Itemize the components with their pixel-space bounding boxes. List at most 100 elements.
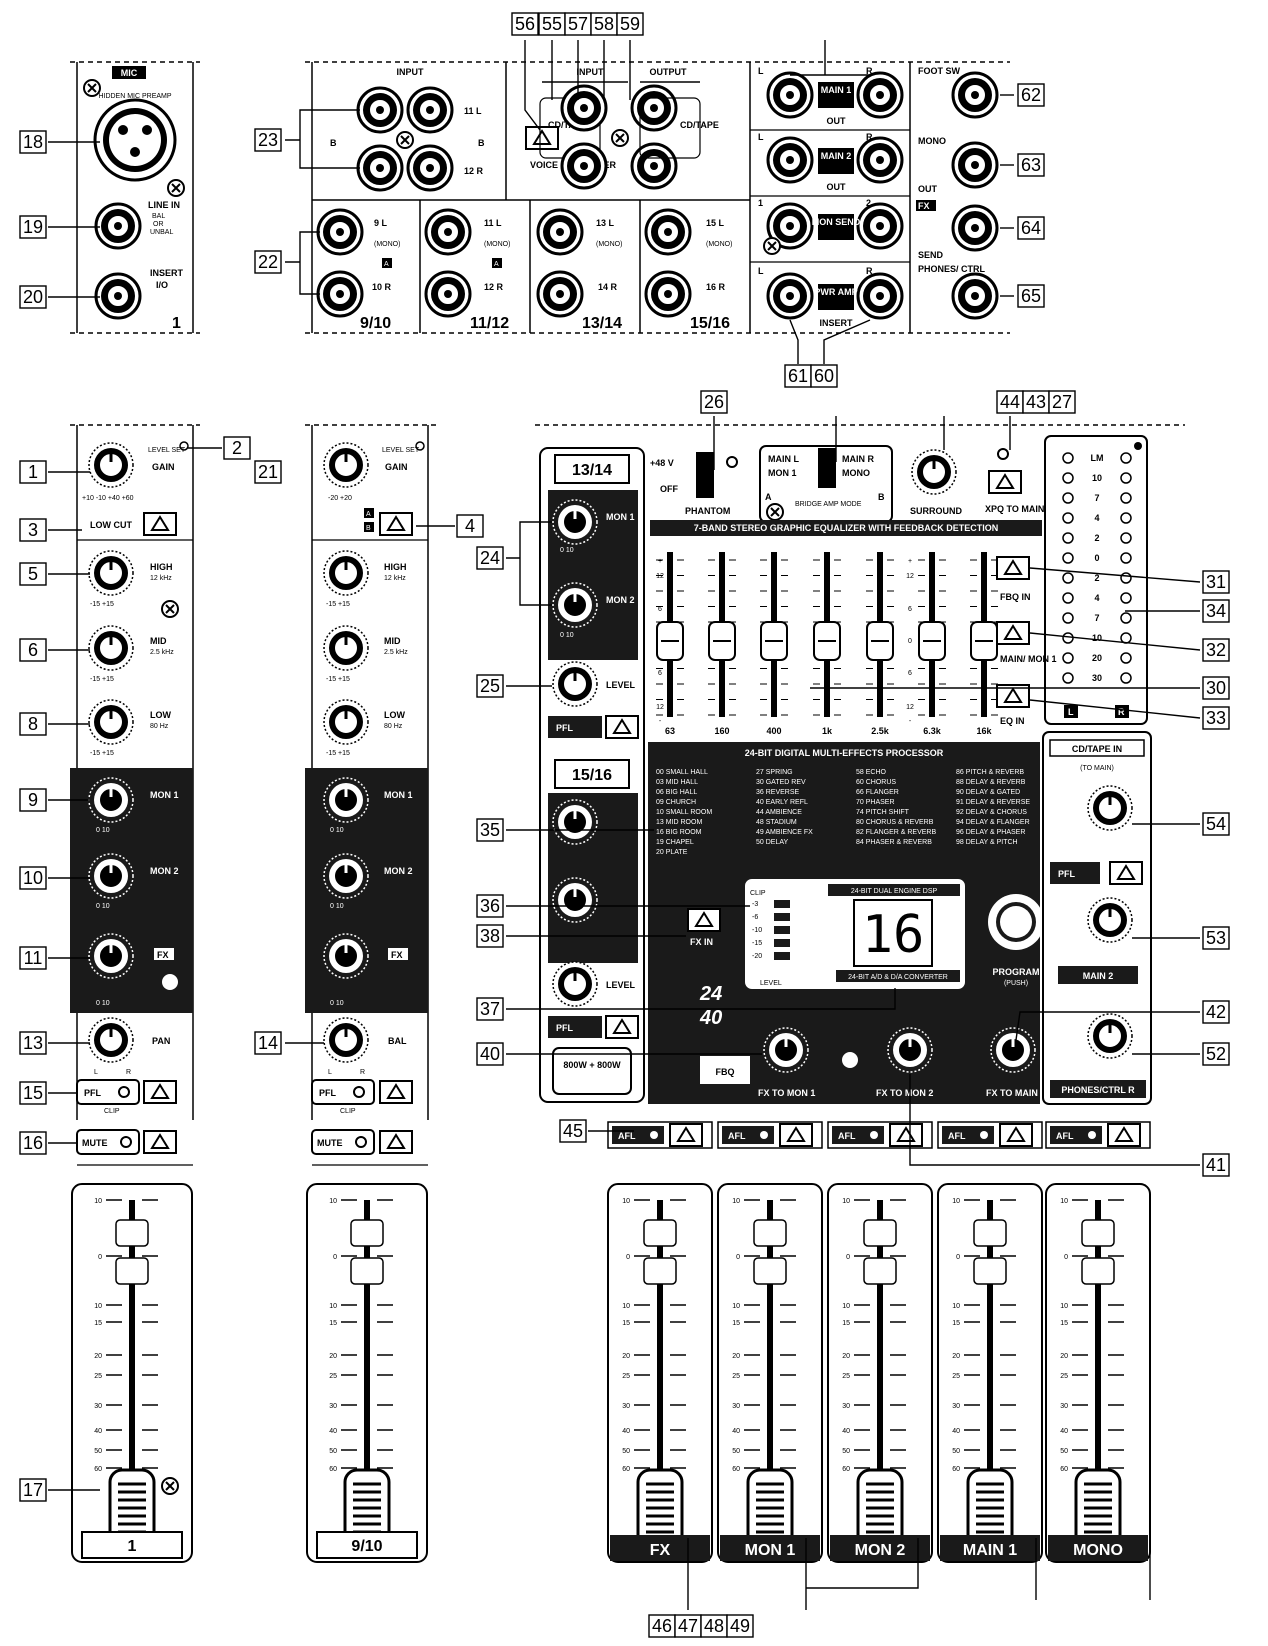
- mid-eq-knob[interactable]: [87, 624, 135, 672]
- callout-63: 63: [1017, 153, 1045, 177]
- input-select-button[interactable]: [379, 512, 413, 536]
- fx-in-button[interactable]: [687, 908, 721, 932]
- cd-tape-level-knob[interactable]: [1086, 784, 1134, 832]
- geq-slider-400[interactable]: [760, 621, 788, 661]
- input-jack-14[interactable]: [536, 270, 584, 318]
- input-jack-11b[interactable]: [424, 208, 472, 256]
- main2-out-jack-r[interactable]: [856, 136, 904, 184]
- phones-level-knob[interactable]: [1086, 1012, 1134, 1060]
- afl-button[interactable]: [999, 1123, 1033, 1147]
- main1-out-jack-l[interactable]: [766, 71, 814, 119]
- low-eq-knob[interactable]: [87, 698, 135, 746]
- callout-2: 2: [223, 436, 251, 460]
- input-jack-16[interactable]: [644, 270, 692, 318]
- fx-meter-tick: -10: [752, 927, 762, 934]
- insert-jack[interactable]: [94, 272, 142, 320]
- phantom-switch[interactable]: [696, 452, 714, 498]
- cd-pfl-button[interactable]: [1109, 861, 1143, 885]
- geq-scale: -: [909, 718, 912, 725]
- fx-preset: 91 DELAY & REVERSE: [956, 799, 1030, 806]
- main2-out-jack-l[interactable]: [766, 136, 814, 184]
- phones-jack[interactable]: [951, 272, 999, 320]
- main2-level-knob[interactable]: [1086, 896, 1134, 944]
- input-jack-13[interactable]: [536, 208, 584, 256]
- ch1314-level-knob[interactable]: [551, 660, 599, 708]
- stereo-gain-knob[interactable]: [322, 441, 370, 489]
- fbq-in-button[interactable]: [996, 556, 1030, 580]
- main-mon1-button[interactable]: [996, 621, 1030, 645]
- geq-band-label: 1k: [822, 726, 833, 736]
- high-eq-knob[interactable]: [87, 549, 135, 597]
- input-jack-12b[interactable]: [424, 270, 472, 318]
- input-label: INPUT: [397, 67, 425, 77]
- input-jack-9[interactable]: [316, 208, 364, 256]
- afl-button[interactable]: [779, 1123, 813, 1147]
- low-cut-button[interactable]: [143, 512, 177, 536]
- cd-tape-out-jack-l[interactable]: [630, 84, 678, 132]
- geq-slider-6.3k[interactable]: [918, 621, 946, 661]
- stereo-pfl-button[interactable]: [379, 1080, 413, 1104]
- afl-label: AFL: [1056, 1131, 1074, 1141]
- gain-knob[interactable]: [87, 441, 135, 489]
- line-in-jack[interactable]: [94, 202, 142, 250]
- geq-slider-2.5k[interactable]: [866, 621, 894, 661]
- cd-tape-out-jack-r[interactable]: [630, 142, 678, 190]
- stereo-mute-button[interactable]: [379, 1130, 413, 1154]
- mon-send-jack-2[interactable]: [856, 202, 904, 250]
- callout-number: 15: [23, 1083, 43, 1103]
- cd-tape-in-jack-r[interactable]: [560, 142, 608, 190]
- input-jack-b-l[interactable]: [356, 86, 404, 134]
- cd-tape-in-jack-l[interactable]: [560, 84, 608, 132]
- fader-scale-tick: 20: [329, 1353, 337, 1360]
- callout-30: 30: [1202, 676, 1230, 700]
- xpq-button[interactable]: [988, 470, 1022, 494]
- stereo-mid-eq-knob[interactable]: [322, 624, 370, 672]
- callout-18: 18: [19, 130, 47, 154]
- bal-knob[interactable]: [322, 1016, 370, 1064]
- geq-slider-1k[interactable]: [813, 621, 841, 661]
- pwr-amp-insert-jack-l[interactable]: [766, 272, 814, 320]
- master-fader-label: FX: [650, 1542, 671, 1559]
- stereo-high-eq-knob[interactable]: [322, 549, 370, 597]
- fx-send-jack[interactable]: [951, 204, 999, 252]
- foot-sw-jack[interactable]: [951, 71, 999, 119]
- afl-label: AFL: [728, 1131, 746, 1141]
- input-jack-b-r[interactable]: [356, 144, 404, 192]
- main1-out-jack-r[interactable]: [856, 71, 904, 119]
- pan-knob[interactable]: [87, 1016, 135, 1064]
- callout-34: 34: [1202, 599, 1230, 623]
- pfl-button[interactable]: [143, 1080, 177, 1104]
- geq-slider-16k[interactable]: [970, 621, 998, 661]
- surround-knob[interactable]: [910, 448, 958, 496]
- afl-button[interactable]: [669, 1123, 703, 1147]
- input-jack-12[interactable]: [406, 144, 454, 192]
- ch1516-level-knob[interactable]: [551, 960, 599, 1008]
- afl-button[interactable]: [889, 1123, 923, 1147]
- geq-slider-63[interactable]: [656, 621, 684, 661]
- callout-number: 34: [1206, 601, 1226, 621]
- mono-out-jack[interactable]: [951, 141, 999, 189]
- input-jack-10[interactable]: [316, 270, 364, 318]
- r-label-3: R: [866, 266, 873, 276]
- ch1314-pfl-button[interactable]: [605, 715, 639, 739]
- input-jack-11[interactable]: [406, 86, 454, 134]
- bridge-switch[interactable]: [818, 448, 836, 488]
- pwr-amp-insert-jack-r[interactable]: [856, 272, 904, 320]
- ch1516-pfl-button[interactable]: [605, 1015, 639, 1039]
- callout-number: 40: [480, 1044, 500, 1064]
- geq-slider-160[interactable]: [708, 621, 736, 661]
- voice-canceller-button[interactable]: [525, 126, 559, 150]
- stereo-low-eq-knob[interactable]: [322, 698, 370, 746]
- insert-label-out: INSERT: [819, 318, 853, 328]
- mute-button[interactable]: [143, 1130, 177, 1154]
- afl-button[interactable]: [1107, 1123, 1141, 1147]
- input-jack-15[interactable]: [644, 208, 692, 256]
- mono-label: (MONO): [374, 241, 400, 248]
